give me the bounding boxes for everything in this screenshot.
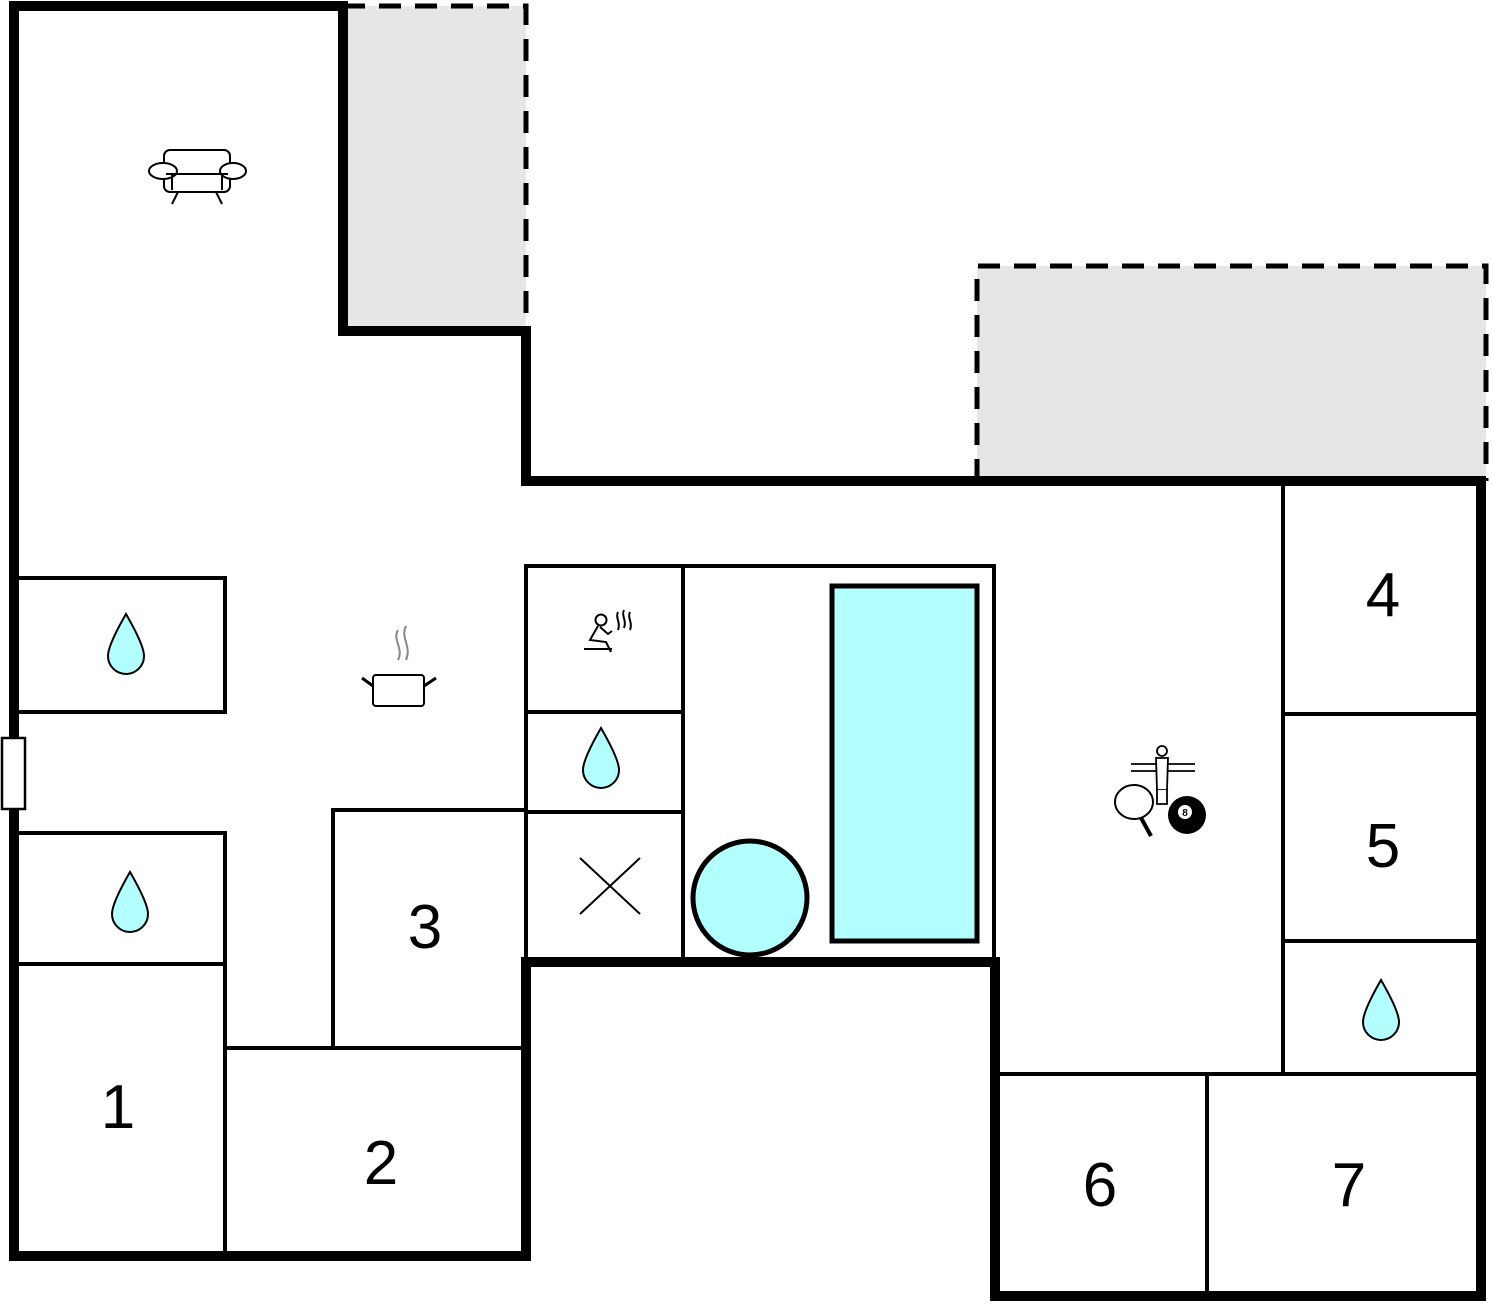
- room-number-3: 3: [408, 893, 442, 962]
- cooking-pot-icon: [361, 625, 437, 707]
- room-number-4: 4: [1366, 561, 1400, 630]
- pool: [829, 583, 980, 944]
- hot-tub: [690, 838, 810, 958]
- water-drop-icon: [581, 725, 621, 789]
- foosball-figure-icon: [1131, 745, 1195, 805]
- room-number-2: 2: [364, 1129, 398, 1198]
- water-drop-icon: [1361, 977, 1401, 1041]
- room-number-6: 6: [1083, 1151, 1117, 1220]
- cross-icon: [579, 857, 641, 915]
- water-drop-icon: [110, 869, 150, 933]
- game-room-icon: 8: [1114, 745, 1206, 837]
- table-tennis-paddle-icon: [1114, 784, 1154, 837]
- room-number-1: 1: [101, 1073, 135, 1142]
- interior-walls: [12, 484, 1481, 1296]
- sofa-icon: [148, 149, 247, 205]
- billiard-ball-number: 8: [1182, 808, 1188, 819]
- exterior-wall: [9, 1, 1486, 1301]
- billiard-ball-icon: 8: [1168, 796, 1206, 834]
- water-drop-icon: [106, 611, 146, 675]
- room-number-5: 5: [1366, 812, 1400, 881]
- room-number-7: 7: [1332, 1151, 1366, 1220]
- terrace-left: [343, 3, 529, 331]
- terrace-right: [974, 263, 1489, 481]
- entrance-door: [0, 736, 27, 811]
- sauna-icon: [584, 609, 632, 653]
